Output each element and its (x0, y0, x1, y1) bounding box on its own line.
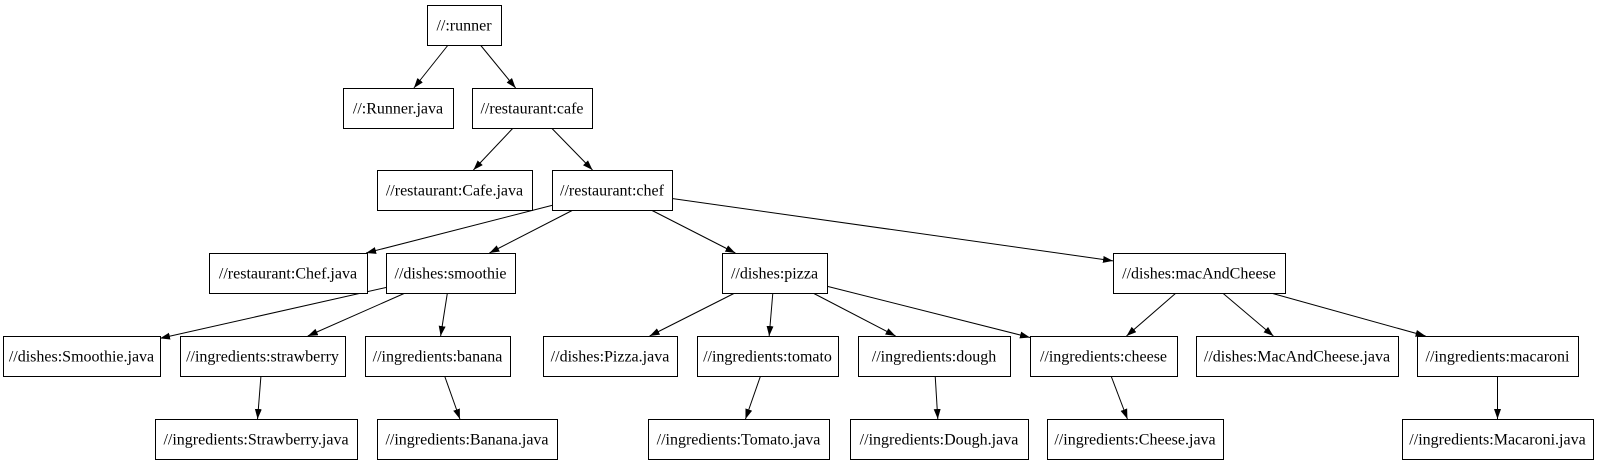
graph-edge-mac_and_cheese-to-mac_and_cheese_java (1222, 292, 1274, 337)
node-label: //restaurant:Chef.java (219, 266, 357, 283)
node-label: //dishes:smoothie (395, 266, 507, 283)
node-label: //restaurant:chef (560, 183, 665, 200)
node-label: //dishes:Smoothie.java (9, 349, 154, 366)
graph-edge-cheese-to-cheese_java (1110, 375, 1128, 420)
node-box (472, 88, 593, 129)
node-box (209, 253, 368, 294)
graph-edge-runner-to-runner_java (413, 44, 449, 89)
graph-node-pizza_java: //dishes:Pizza.java (543, 336, 678, 377)
graph-edge-chef-to-mac_and_cheese (671, 197, 1114, 263)
node-label: //ingredients:cheese (1040, 349, 1167, 366)
graph-node-dough: //ingredients:dough (858, 336, 1011, 377)
graph-edge-mac_and_cheese-to-macaroni (1270, 292, 1426, 337)
node-box (377, 419, 558, 460)
graph-edge-runner-to-cafe (479, 44, 517, 89)
node-box (543, 336, 678, 377)
node-box (1047, 419, 1224, 460)
graph-node-banana: //ingredients:banana (365, 336, 511, 377)
graph-node-runner: //:runner (427, 5, 502, 46)
node-label: //:Runner.java (353, 101, 443, 118)
node-label: //ingredients:strawberry (186, 349, 339, 366)
graph-edge-smoothie-to-banana (438, 292, 448, 337)
graph-node-tomato_java: //ingredients:Tomato.java (648, 419, 830, 460)
graph-node-macaroni_java: //ingredients:Macaroni.java (1402, 419, 1594, 460)
graph-node-strawberry_java: //ingredients:Strawberry.java (155, 419, 358, 460)
graph-edge-smoothie-to-smoothie_java (159, 287, 387, 340)
graph-edge-tomato-to-tomato_java (745, 375, 761, 420)
graph-node-cheese: //ingredients:cheese (1030, 336, 1178, 377)
graph-edge-pizza-to-pizza_java (649, 292, 736, 337)
graph-node-mac_and_cheese: //dishes:macAndCheese (1113, 253, 1286, 294)
node-box (1417, 336, 1579, 377)
node-box (1030, 336, 1178, 377)
graph-edge-pizza-to-dough (812, 292, 896, 337)
node-box (343, 88, 454, 129)
graph-edge-mac_and_cheese-to-cheese (1126, 292, 1177, 337)
graph-edge-chef-to-smoothie (489, 209, 574, 254)
node-box (1196, 336, 1399, 377)
graph-edge-pizza-to-cheese (826, 285, 1031, 339)
graph-node-strawberry: //ingredients:strawberry (180, 336, 346, 377)
node-box (552, 170, 673, 211)
graph-node-smoothie_java: //dishes:Smoothie.java (3, 336, 161, 377)
node-box (386, 253, 516, 294)
graph-node-chef_java: //restaurant:Chef.java (209, 253, 368, 294)
graph-edge-strawberry-to-strawberry_java (254, 375, 262, 420)
node-box (365, 336, 511, 377)
graph-node-pizza: //dishes:pizza (722, 253, 828, 294)
node-label: //ingredients:macaroni (1426, 349, 1571, 366)
node-box (155, 419, 358, 460)
node-label: //ingredients:Macaroni.java (1409, 432, 1585, 449)
node-label: //restaurant:Cafe.java (386, 183, 523, 200)
graph-edge-chef-to-chef_java (365, 204, 553, 254)
node-label: //ingredients:Banana.java (385, 432, 548, 449)
node-label: //ingredients:Cheese.java (1054, 432, 1215, 449)
node-label: //dishes:pizza (731, 266, 818, 283)
node-label: //ingredients:banana (373, 349, 503, 366)
graph-edge-dough-to-dough_java (933, 375, 941, 420)
graph-node-cafe: //restaurant:cafe (472, 88, 593, 129)
node-box (180, 336, 346, 377)
node-box (1402, 419, 1594, 460)
graph-node-chef: //restaurant:chef (552, 170, 673, 211)
node-box (648, 419, 830, 460)
graph-edge-smoothie-to-strawberry (307, 292, 406, 337)
node-label: //ingredients:dough (872, 349, 996, 366)
graph-node-tomato: //ingredients:tomato (697, 336, 839, 377)
graph-node-smoothie: //dishes:smoothie (386, 253, 516, 294)
node-label: //ingredients:Tomato.java (657, 432, 821, 449)
graph-node-dough_java: //ingredients:Dough.java (850, 419, 1029, 460)
graph-edge-pizza-to-tomato (766, 292, 774, 337)
node-box (858, 336, 1011, 377)
node-box (1113, 253, 1286, 294)
node-box (722, 253, 828, 294)
graph-edge-cafe-to-chef (551, 127, 593, 171)
node-label: //dishes:MacAndCheese.java (1204, 349, 1390, 366)
graph-edge-banana-to-banana_java (444, 375, 461, 420)
node-label: //ingredients:tomato (703, 349, 832, 366)
graph-node-banana_java: //ingredients:Banana.java (377, 419, 558, 460)
graph-node-cafe_java: //restaurant:Cafe.java (377, 170, 533, 211)
node-box (697, 336, 839, 377)
node-label: //dishes:macAndCheese (1122, 266, 1276, 283)
graph-node-macaroni: //ingredients:macaroni (1417, 336, 1579, 377)
edges-layer (159, 44, 1501, 420)
nodes-layer: //:runner //:Runner.java //restaurant:cafe… (3, 5, 1594, 460)
node-label: //restaurant:cafe (480, 101, 583, 118)
node-label: //ingredients:Strawberry.java (163, 432, 348, 449)
node-box (427, 5, 502, 46)
graph-edge-chef-to-pizza (650, 209, 736, 254)
node-label: //dishes:Pizza.java (551, 349, 670, 366)
node-box (377, 170, 533, 211)
node-box (3, 336, 161, 377)
graph-edge-cafe-to-cafe_java (473, 127, 514, 171)
graph-node-runner_java: //:Runner.java (343, 88, 454, 129)
graph-node-cheese_java: //ingredients:Cheese.java (1047, 419, 1224, 460)
node-box (850, 419, 1029, 460)
graph-node-mac_and_cheese_java: //dishes:MacAndCheese.java (1196, 336, 1399, 377)
node-label: //ingredients:Dough.java (860, 432, 1019, 449)
node-label: //:runner (436, 18, 492, 35)
